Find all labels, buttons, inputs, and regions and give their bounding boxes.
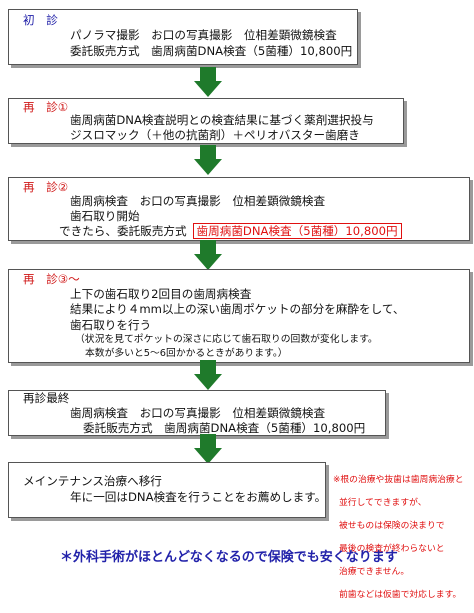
step-line: 歯石取り開始 <box>70 209 140 223</box>
step-title: 再 診③～ <box>23 272 80 286</box>
down-arrow-icon <box>194 240 222 270</box>
step-line: 結果により４mm以上の深い歯周ポケットの部分を麻酔をして、 <box>70 302 405 316</box>
note-line: 前歯などは仮歯で対応します。 <box>339 589 462 600</box>
down-arrow-icon <box>194 434 222 464</box>
dna-test-highlight: 歯周病菌DNA検査（5菌種）10,800円 <box>192 223 402 239</box>
step-line: （状況を見てポケットの深さに応じて歯石取りの回数が変化します。 <box>75 334 378 345</box>
step-line: できたら、委託販売方式 <box>59 224 187 238</box>
note-line: ※根の治療や抜歯は歯周病治療と <box>333 474 464 485</box>
step-revisit-3: 再 診③～ 上下の歯石取り2回目の歯周病検査 結果により４mm以上の深い歯周ポケ… <box>8 269 470 363</box>
down-arrow-icon <box>194 145 222 175</box>
step-line: 委託販売方式 歯周病菌DNA検査（5菌種）10,800円 <box>83 421 366 435</box>
step-title: 再 診① <box>23 100 69 114</box>
note-line: 並行してできますが、 <box>339 497 427 508</box>
step-title: 再診最終 <box>23 391 70 405</box>
step-title: 初 診 <box>23 13 58 27</box>
step-line: 歯石取りを行う <box>70 318 152 332</box>
step-title: 再 診② <box>23 180 69 194</box>
step-line: 歯周病検査 お口の写真撮影 位相差顕微鏡検査 <box>70 406 326 420</box>
step-maintenance: メインテナンス治療へ移行 年に一回はDNA検査を行うことをお薦めします。 <box>8 462 326 518</box>
down-arrow-icon <box>194 360 222 390</box>
note-line: 治療できません。 <box>339 566 410 577</box>
down-arrow-icon <box>194 67 222 97</box>
step-line: 本数が多いと5～6回かかるときがあります。） <box>85 348 288 359</box>
note-line: 被せものは保険の決まりで <box>339 520 445 531</box>
step-line: 歯周病検査 お口の写真撮影 位相差顕微鏡検査 <box>70 194 326 208</box>
step-revisit-2: 再 診② 歯周病検査 お口の写真撮影 位相差顕微鏡検査 歯石取り開始 できたら、… <box>8 177 470 241</box>
note-line: 最後の検査が終わらないと <box>339 543 445 554</box>
step-initial-visit: 初 診 パノラマ撮影 お口の写真撮影 位相差顕微鏡検査 委託販売方式 歯周病菌D… <box>8 9 358 65</box>
step-line-with-highlight: できたら、委託販売方式歯周病菌DNA検査（5菌種）10,800円 <box>59 223 402 239</box>
treatment-note: ※根の治療や抜歯は歯周病治療と 並行してできますが、 被せものは保険の決まりで … <box>333 463 471 613</box>
step-final-revisit: 再診最終 歯周病検査 お口の写真撮影 位相差顕微鏡検査 委託販売方式 歯周病菌D… <box>8 390 386 436</box>
step-line: 委託販売方式 歯周病菌DNA検査（5菌種）10,800円 <box>70 44 353 58</box>
step-line: 上下の歯石取り2回目の歯周病検査 <box>70 287 252 301</box>
step-title: メインテナンス治療へ移行 <box>23 474 162 488</box>
step-line: ジスロマック（＋他の抗菌剤）＋ペリオバスター歯磨き <box>70 128 360 142</box>
step-line: パノラマ撮影 お口の写真撮影 位相差顕微鏡検査 <box>70 28 337 42</box>
footer-text: ＊外科手術がほとんどなくなるので保険でも安くなります <box>60 550 398 565</box>
step-line: 年に一回はDNA検査を行うことをお薦めします。 <box>70 490 327 504</box>
step-revisit-1: 再 診① 歯周病菌DNA検査説明との検査結果に基づく薬剤選択投与 ジスロマック（… <box>8 98 404 144</box>
step-line: 歯周病菌DNA検査説明との検査結果に基づく薬剤選択投与 <box>70 113 374 127</box>
